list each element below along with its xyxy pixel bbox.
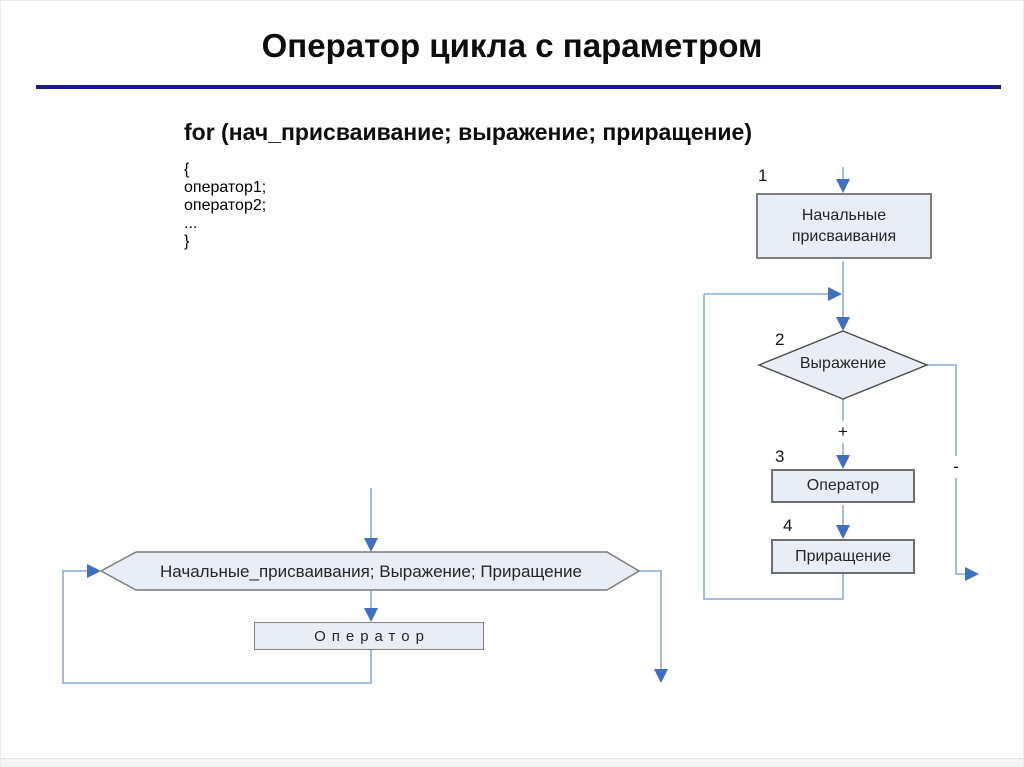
step-number-2: 2 <box>775 330 785 349</box>
loop-parameters-hexagon <box>99 551 641 591</box>
title-underline <box>36 85 1001 89</box>
step-number-1: 1 <box>758 166 768 185</box>
code-snippet: for (нач_присваивание; выражение; приращ… <box>184 119 752 146</box>
loop-body-operator-box: Оператор <box>254 622 484 650</box>
code-body: { оператор1; оператор2; ... } <box>184 161 266 251</box>
flowchart-block-initial-assignments: Начальные присваивания <box>756 193 932 259</box>
step-number-3: 3 <box>775 447 785 466</box>
code-line: ... <box>184 215 198 232</box>
code-line: оператор1; <box>184 179 267 196</box>
loop-hexagon-label: Начальные_присваивания; Выражение; Прира… <box>160 562 582 581</box>
branch-true-label: + <box>833 421 853 443</box>
branch-false-label: - <box>948 456 964 478</box>
step-number-4: 4 <box>783 516 793 535</box>
arrowheads <box>87 179 979 683</box>
flowchart-block-increment: Приращение <box>771 539 915 574</box>
code-line: { <box>184 161 190 178</box>
code-line: оператор2; <box>184 197 267 214</box>
slide-title: Оператор цикла с параметром <box>261 27 763 64</box>
slide-bottom-edge <box>1 758 1023 766</box>
flowchart-block-operator: Оператор <box>771 469 915 503</box>
code-line: } <box>184 233 190 250</box>
decision-diamond <box>757 330 929 400</box>
code-for-line: for (нач_присваивание; выражение; приращ… <box>184 119 752 145</box>
flowchart-decision-label: Выражение <box>799 355 887 372</box>
